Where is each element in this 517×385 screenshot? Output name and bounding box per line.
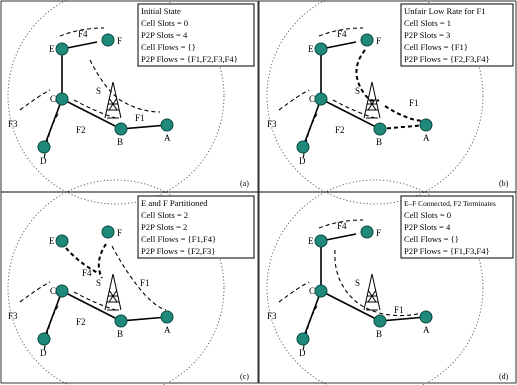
info-title: E and F Partitioned <box>141 198 208 208</box>
node-label-c: C <box>50 94 56 104</box>
node-label-f: F <box>376 36 381 46</box>
cellular-flow-path <box>355 49 428 122</box>
info-box <box>137 195 255 259</box>
node-label-s: S <box>355 86 360 96</box>
info-box <box>400 195 514 259</box>
p2p-flow-paths <box>19 27 161 161</box>
cell-coverage-boundary <box>266 0 484 205</box>
panel-frame <box>0 191 259 384</box>
cell-coverage-boundary <box>7 179 225 385</box>
node-label-s: S <box>96 86 101 96</box>
flow-label-f4: F4 <box>337 29 347 39</box>
node-label-d: D <box>40 348 47 358</box>
info-p2p-slots: P2P Slots = 2 <box>141 222 187 232</box>
panel-tag: (d) <box>499 372 509 381</box>
p2p-flow-paths <box>278 219 428 353</box>
node-label-s: S <box>96 278 101 288</box>
flow-label-f3: F3 <box>267 311 277 321</box>
node-label-d: D <box>299 156 306 166</box>
flow-label-f4: F4 <box>78 29 88 39</box>
node-label-d: D <box>40 156 47 166</box>
info-p2p-slots: P2P Slots = 4 <box>404 222 451 232</box>
node-label-d: D <box>299 348 306 358</box>
node-label-a: A <box>423 133 430 143</box>
node-label-a: A <box>423 325 430 335</box>
info-cell-flows: Cell Flows = {F1} <box>404 42 468 52</box>
info-title: Unfair Low Rate for F1 <box>404 6 486 16</box>
info-cell-flows: Cell Flows = {} <box>141 42 196 52</box>
cellular-flow-path <box>65 243 107 279</box>
flow-label-f4: F4 <box>337 221 347 231</box>
info-box <box>400 3 514 67</box>
node-label-e: E <box>308 236 314 246</box>
flow-label-f1: F1 <box>409 98 419 108</box>
flow-label-f1: F1 <box>394 305 404 315</box>
info-cell-slots: Cell Slots = 2 <box>141 210 188 220</box>
info-p2p-flows: P2P Flows = {F2,F3,F4} <box>404 54 490 64</box>
flow-label-f1: F1 <box>135 113 145 123</box>
lattice-tower-icon <box>104 273 122 311</box>
node-label-b: B <box>117 329 123 339</box>
info-p2p-slots: P2P Slots = 4 <box>141 30 188 40</box>
lattice-tower-icon <box>104 81 122 119</box>
node-label-b: B <box>117 137 123 147</box>
info-cell-flows: Cell Flows = {} <box>404 234 459 244</box>
node-label-c: C <box>50 286 56 296</box>
info-p2p-flows: P2P Flows = {F2,F3} <box>141 246 215 256</box>
info-cell-slots: Cell Slots = 0 <box>141 18 188 28</box>
lattice-tower-icon <box>363 273 381 311</box>
panel-d: A B C D E F S F1 F3 F4 E–F Connected, F2… <box>258 179 517 385</box>
node-label-f: F <box>117 36 122 46</box>
p2p-flow-paths <box>19 245 167 353</box>
info-title: Initial State <box>141 6 181 16</box>
node-label-e: E <box>49 44 55 54</box>
node-label-b: B <box>376 329 382 339</box>
node-label-s: S <box>355 278 360 288</box>
node-label-e: E <box>308 44 314 54</box>
info-p2p-slots: P2P Slots = 3 <box>404 30 450 40</box>
flow-label-f1: F1 <box>140 278 150 288</box>
panel-frame <box>258 191 517 384</box>
flow-label-f2: F2 <box>76 317 86 327</box>
info-p2p-flows: P2P Flows = {F1,F2,F3,F4} <box>141 54 238 64</box>
node-label-c: C <box>309 94 315 104</box>
node-label-f: F <box>117 228 122 238</box>
panel-tag: (a) <box>240 179 249 188</box>
panel-a: A B C D E F S F1 F2 F3 F4 Initial State … <box>0 0 259 205</box>
flow-label-f3: F3 <box>267 119 277 129</box>
cell-coverage-boundary <box>266 179 484 385</box>
panel-c: A B C D E F S F1 F2 F3 F4 E and F Partit… <box>0 179 259 385</box>
node-label-f: F <box>376 228 381 238</box>
flow-label-f3: F3 <box>8 311 18 321</box>
panel-b: A B C D E F S F1 F2 F3 F4 Unfair Low Rat… <box>258 0 517 205</box>
node-label-a: A <box>164 325 171 335</box>
flow-label-f2: F2 <box>76 125 86 135</box>
panel-tag: (c) <box>240 372 249 381</box>
flow-label-f4: F4 <box>82 268 92 278</box>
node-label-c: C <box>309 286 315 296</box>
info-cell-slots: Cell Slots = 1 <box>404 18 451 28</box>
info-cell-flows: Cell Flows = {F1,F4} <box>141 234 216 244</box>
node-label-b: B <box>376 137 382 147</box>
p2p-flow-paths <box>278 27 376 161</box>
info-title: E–F Connected, F2 Terminates <box>404 199 496 208</box>
flow-label-f2: F2 <box>335 125 345 135</box>
node-label-e: E <box>49 236 55 246</box>
info-p2p-flows: P2P Flows = {F1,F3,F4} <box>404 246 490 256</box>
info-box <box>137 3 255 67</box>
flow-label-f3: F3 <box>8 119 18 129</box>
panel-tag: (b) <box>499 179 509 188</box>
node-label-a: A <box>164 133 171 143</box>
info-cell-slots: Cell Slots = 0 <box>404 210 451 220</box>
cell-coverage-boundary <box>7 0 225 205</box>
